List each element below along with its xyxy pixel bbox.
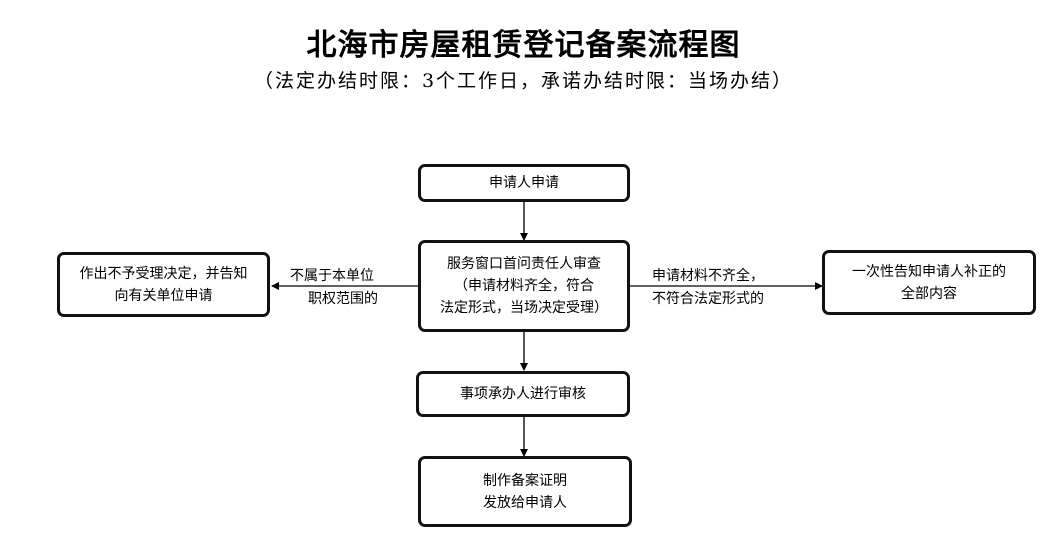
node-apply: 申请人申请: [418, 164, 630, 202]
node-supplement-line: 全部内容: [901, 285, 957, 302]
node-audit: 事项承办人进行审核: [416, 371, 630, 417]
page-title: 北海市房屋租赁登记备案流程图: [306, 28, 741, 63]
node-review-line: 服务窗口首问责任人审查: [447, 256, 601, 272]
node-reject: 作出不予受理决定，并告知 向有关单位申请: [57, 252, 270, 317]
node-review-line: （申请材料齐全，符合: [454, 278, 594, 294]
edge-label-to-reject-line1: 不属于本单位: [290, 268, 374, 284]
node-supplement-line: 一次性告知申请人补正的: [852, 263, 1006, 280]
node-apply-line: 申请人申请: [489, 175, 559, 191]
node-certificate: 制作备案证明 发放给申请人: [418, 456, 632, 527]
node-review-line: 法定形式，当场决定受理）: [440, 300, 608, 316]
node-certificate-line: 发放给申请人: [483, 494, 567, 511]
edge-label-to-reject-line2: 职权范围的: [308, 291, 378, 307]
edge-label-to-supplement-line1: 申请材料不齐全，: [652, 268, 764, 284]
node-review: 服务窗口首问责任人审查 （申请材料齐全，符合 法定形式，当场决定受理）: [418, 240, 630, 332]
node-reject-line: 向有关单位申请: [114, 287, 213, 304]
node-supplement: 一次性告知申请人补正的 全部内容: [822, 250, 1036, 315]
node-certificate-line: 制作备案证明: [483, 472, 567, 489]
node-reject-line: 作出不予受理决定，并告知: [79, 265, 248, 282]
edge-label-to-supplement-line2: 不符合法定形式的: [652, 291, 764, 307]
page-subtitle: （法定办结时限：3个工作日，承诺办结时限：当场办结）: [253, 70, 794, 92]
node-audit-line: 事项承办人进行审核: [460, 386, 586, 402]
